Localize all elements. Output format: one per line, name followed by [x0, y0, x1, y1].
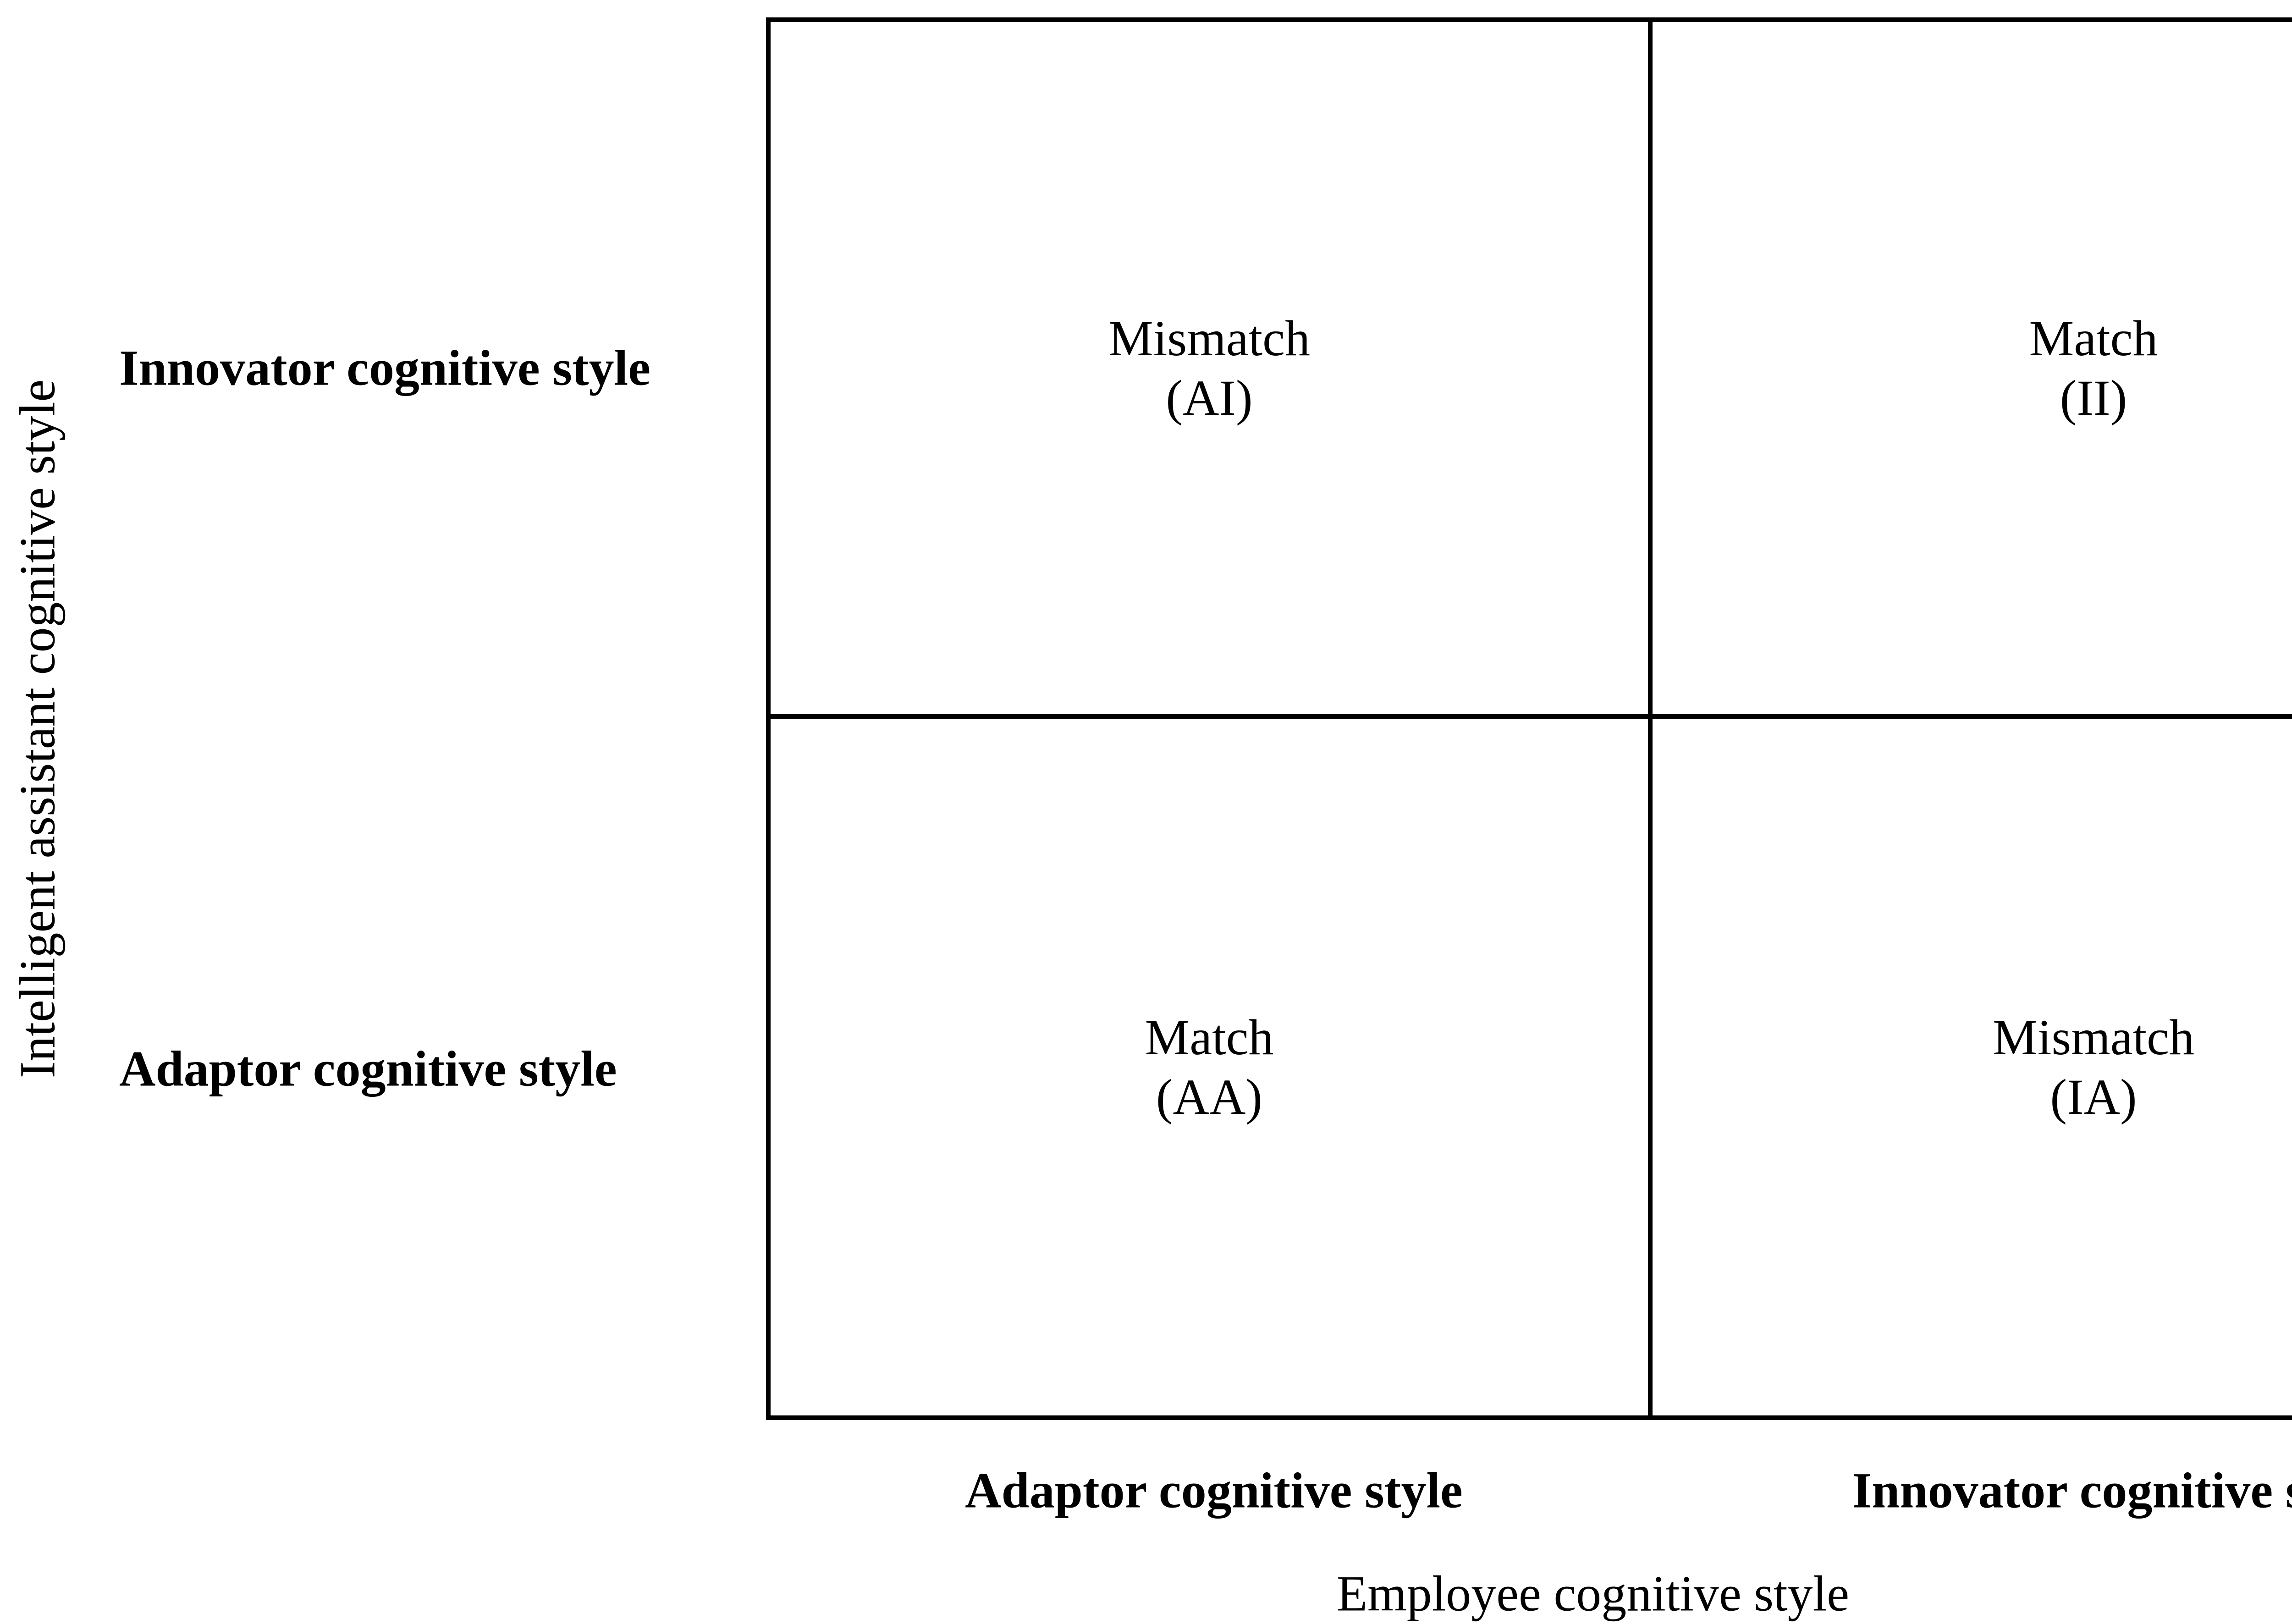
column-label-adaptor: Adaptor cognitive style [965, 1462, 1463, 1519]
quadrant-match-aa: Match (AA) [771, 719, 1653, 1415]
quadrant-mismatch-ai: Mismatch (AI) [771, 22, 1653, 719]
matrix-grid: Mismatch (AI) Match (II) Match (AA) Mism… [766, 17, 2292, 1420]
row-label-adaptor: Adaptor cognitive style [119, 1040, 617, 1097]
quadrant-label-line1: Match [1145, 1009, 1274, 1065]
quadrant-match-ii: Match (II) [1653, 22, 2292, 719]
quadrant-label-line1: Mismatch [1108, 310, 1310, 366]
y-axis-title: Intelligent assistant cognitive style [9, 379, 66, 1079]
quadrant-label-line1: Mismatch [1993, 1009, 2194, 1065]
quadrant-mismatch-ia: Mismatch (IA) [1653, 719, 2292, 1415]
row-label-innovator: Innovator cognitive style [119, 340, 651, 396]
quadrant-label-line2: (AI) [1166, 370, 1253, 426]
quadrant-label-line1: Match [2029, 310, 2158, 366]
quadrant-label-line2: (II) [2060, 370, 2127, 426]
column-label-innovator: Innovator cognitive style [1852, 1462, 2292, 1519]
x-axis-title: Employee cognitive style [1336, 1565, 1850, 1622]
quadrant-label-line2: (AA) [1156, 1069, 1263, 1125]
quadrant-label-line2: (IA) [2050, 1069, 2137, 1125]
